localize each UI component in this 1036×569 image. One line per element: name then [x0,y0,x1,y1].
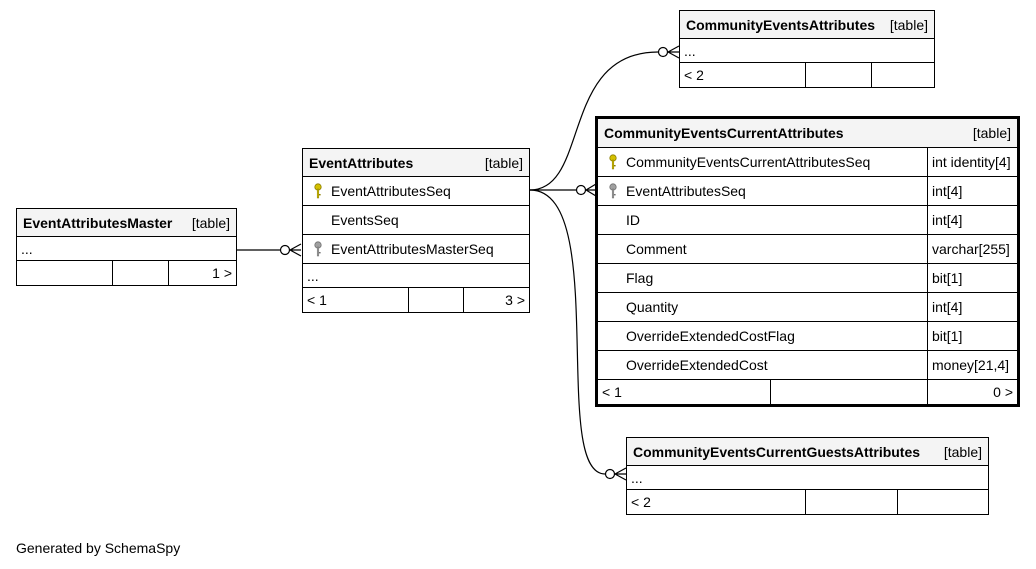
column-name: OverrideExtendedCost [626,357,768,373]
column-type: int[4] [927,206,1017,234]
edge-crowsfoot [585,183,597,197]
column-name: Flag [626,270,654,286]
table-name[interactable]: CommunityEventsCurrentGuestsAttributes [633,443,921,460]
table-footer: 1 > [17,261,236,285]
table-row[interactable]: Comment varchar[255] [598,235,1017,264]
footer-middle-cell [805,63,871,87]
footer-parents-count[interactable]: < 1 [307,292,327,308]
column-type: bit[1] [927,322,1017,350]
footer-parents-count[interactable]: < 2 [684,67,704,83]
table-row[interactable]: CommunityEventsCurrentAttributesSeq int … [598,148,1017,177]
footer-middle-cell [112,261,168,285]
table-type-tag: [table] [972,125,1011,141]
table-row[interactable]: Quantity int[4] [598,293,1017,322]
column-type: int[4] [927,293,1017,321]
table-name[interactable]: CommunityEventsCurrentAttributes [604,125,844,141]
table-communityeventsattributes[interactable]: CommunityEventsAttributes [table] ... < … [679,10,935,88]
column-name: Quantity [626,299,679,315]
table-row[interactable]: EventsSeq [303,206,529,235]
column-type: money[21,4] [927,351,1017,379]
table-type-tag: [table] [889,16,928,33]
footer-children-count[interactable]: 3 > [463,288,529,312]
table-name[interactable]: EventAttributes [309,154,414,171]
column-name: EventAttributesSeq [331,183,451,199]
column-name: CommunityEventsCurrentAttributesSeq [626,154,871,170]
column-name: ID [626,212,640,228]
ellipsis-text: ... [21,240,33,257]
footer-right-cell [897,490,988,514]
footer-middle-cell [805,490,897,514]
ellipsis-text: ... [307,267,319,284]
footer-middle-cell [408,288,463,312]
column-type: int identity[4] [927,148,1017,176]
table-row[interactable]: ID int[4] [598,206,1017,235]
table-name[interactable]: EventAttributesMaster [23,214,173,231]
table-type-tag: [table] [943,443,982,460]
generated-by-credit: Generated by SchemaSpy [16,540,181,556]
key-gold-icon [604,154,622,170]
footer-parents-count[interactable]: < 1 [602,384,622,400]
table-footer: < 2 [680,63,934,87]
table-communityeventscurrentattributes[interactable]: CommunityEventsCurrentAttributes [table]… [595,116,1020,407]
table-header: CommunityEventsAttributes [table] [680,11,934,39]
ellipsis-text: ... [631,469,643,486]
ellipsis-text: ... [684,42,696,59]
table-row[interactable]: Flag bit[1] [598,264,1017,293]
table-communityeventscurrentguestsattributes[interactable]: CommunityEventsCurrentGuestsAttributes [… [626,437,989,515]
table-row[interactable]: EventAttributesSeq int[4] [598,177,1017,206]
key-gold-icon [309,183,327,199]
footer-children-count[interactable]: 0 > [927,380,1017,404]
column-name: Comment [626,241,687,257]
table-header: EventAttributes [table] [303,149,529,177]
table-header: CommunityEventsCurrentAttributes [table] [598,119,1017,148]
table-eventattributes[interactable]: EventAttributes [table] EventAttributesS… [302,148,530,313]
edge-crowsfoot [667,45,680,59]
table-type-tag: [table] [484,154,523,171]
table-ellipsis-row: ... [627,466,988,490]
table-name[interactable]: CommunityEventsAttributes [686,16,876,33]
footer-parents-count[interactable]: < 2 [631,494,651,510]
column-name: EventsSeq [331,212,399,228]
edge-optional-marker [657,46,669,58]
table-footer: < 1 3 > [303,288,529,312]
table-ellipsis-row: ... [680,39,934,63]
table-ellipsis-row: ... [17,237,236,261]
edge-optional-marker [604,468,616,480]
column-name: EventAttributesSeq [626,183,746,199]
edge-optional-marker [575,184,587,196]
edge-eventattributes-to-communityeventsattributes [529,51,659,191]
table-footer: < 2 [627,490,988,514]
edge-crowsfoot [289,243,302,257]
column-type: varchar[255] [927,235,1017,263]
edge-crowsfoot [614,467,627,481]
footer-right-cell [871,63,934,87]
table-row[interactable]: OverrideExtendedCostFlag bit[1] [598,322,1017,351]
table-header: EventAttributesMaster [table] [17,209,236,237]
table-footer: < 1 0 > [598,380,1017,404]
edge-eventattributes-to-guestsattributes [529,189,606,475]
column-name: OverrideExtendedCostFlag [626,328,795,344]
edge-optional-marker [279,244,291,256]
column-name: EventAttributesMasterSeq [331,241,494,257]
table-type-tag: [table] [191,214,230,231]
footer-children-count[interactable]: 1 > [168,261,236,285]
table-eventattributesmaster[interactable]: EventAttributesMaster [table] ... 1 > [16,208,237,286]
table-row[interactable]: OverrideExtendedCost money[21,4] [598,351,1017,380]
key-gray-icon [309,241,327,257]
table-row[interactable]: EventAttributesSeq [303,177,529,206]
footer-middle-cell [770,380,927,404]
column-type: int[4] [927,177,1017,205]
table-row[interactable]: EventAttributesMasterSeq [303,235,529,264]
footer-left-cell [17,261,112,285]
table-header: CommunityEventsCurrentGuestsAttributes [… [627,438,988,466]
column-type: bit[1] [927,264,1017,292]
table-ellipsis-row: ... [303,264,529,288]
key-gray-icon [604,183,622,199]
